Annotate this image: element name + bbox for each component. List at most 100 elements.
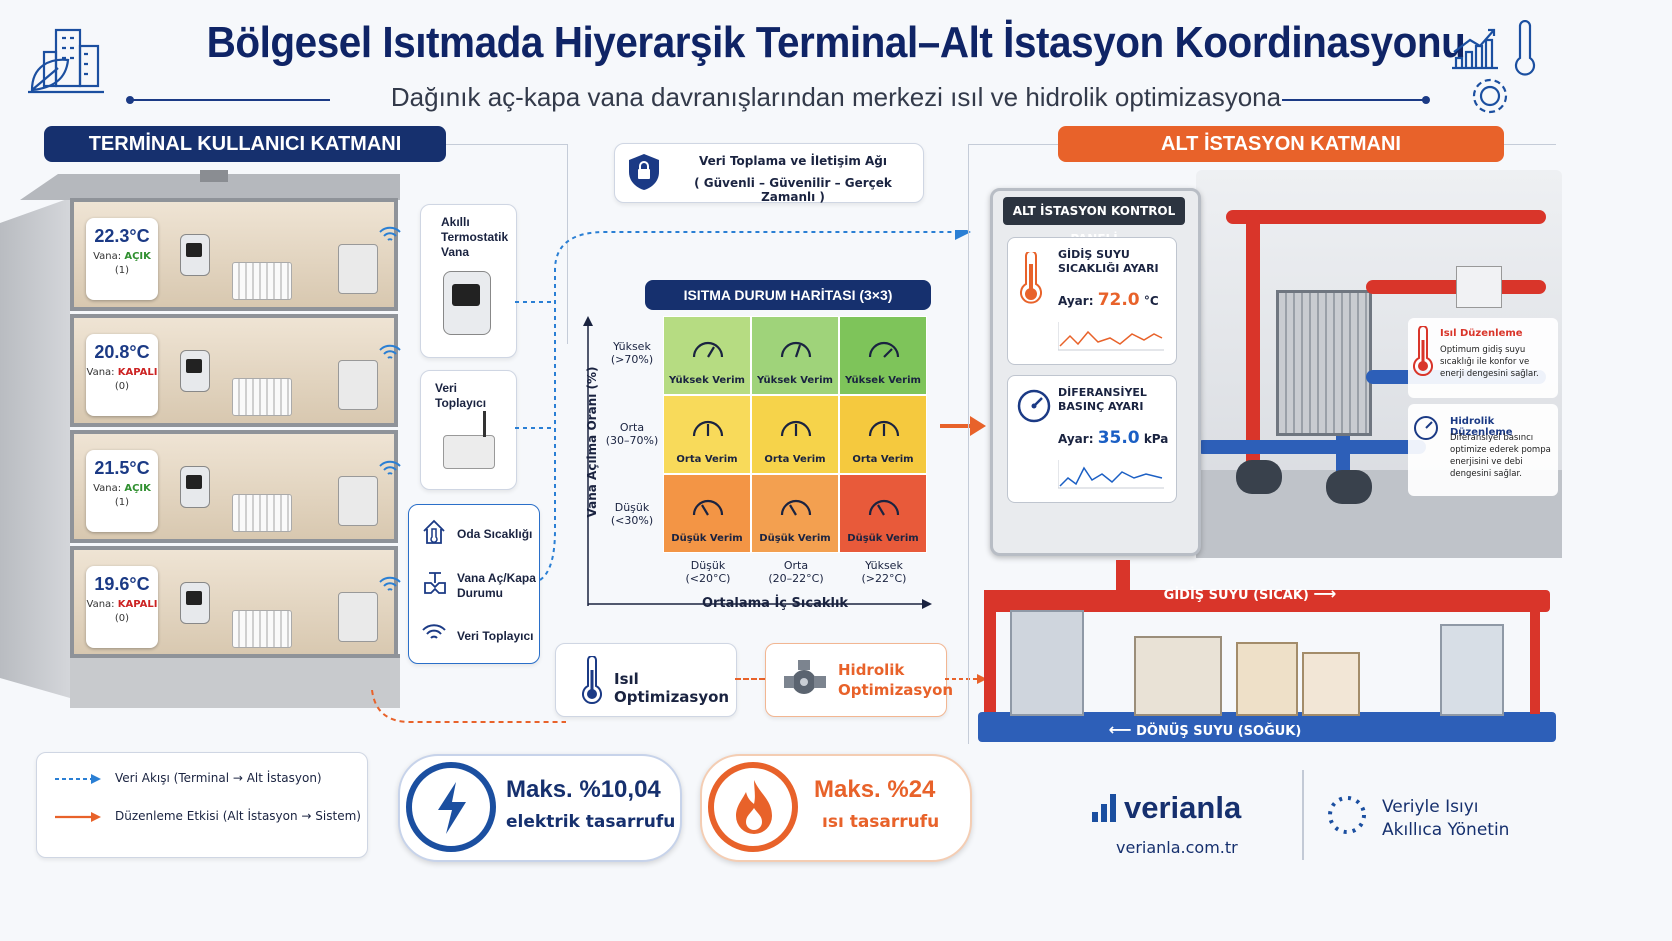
col-label-mid: Orta(20–22°C) [768, 559, 824, 585]
gauge-warning-icon [692, 499, 724, 516]
subtitle-line-right [1282, 99, 1427, 101]
brand-logo-bars [1092, 794, 1116, 822]
data-collector-box [338, 592, 378, 642]
thermostatic-valve [180, 350, 210, 392]
room-temp-card: 21.5°C Vana: AÇIK (1) [86, 450, 158, 532]
gauge-icon [780, 341, 812, 358]
radiator [232, 494, 292, 532]
supply-temp-value: 72.0 [1097, 290, 1140, 310]
brand-url[interactable]: verianla.com.tr [1116, 838, 1238, 857]
page-title: Bölgesel Isıtmada Hiyerarşik Terminal–Al… [206, 18, 1466, 67]
electric-savings-value: Maks. %10,04 [506, 776, 661, 803]
connector-line [1504, 144, 1556, 145]
supply-pipe-riser [1530, 590, 1540, 714]
network-building [1134, 636, 1222, 716]
apartment-building [0, 170, 420, 725]
heat-savings-badge: Maks. %24 ısı tasarrufu [700, 754, 972, 862]
y-axis-label: Vana Açılma Oranı (%) [585, 366, 599, 518]
subtitle-dot-right [1422, 96, 1430, 104]
flow-legend: Veri Akışı (Terminal → Alt İstasyon) Düz… [36, 752, 368, 858]
gauge-icon [780, 420, 812, 437]
thermostatic-valve [180, 234, 210, 276]
row-label-mid: Orta(30–70%) [605, 421, 659, 447]
data-collector-box [338, 244, 378, 294]
thermometer-icon [1020, 252, 1042, 304]
thermal-optimization-label: Isıl Optimizasyon [614, 670, 730, 706]
connector-line [446, 144, 568, 146]
control-arrow [940, 416, 986, 436]
gauge-icon [868, 420, 900, 437]
dotted-circle-icon [1328, 796, 1366, 834]
gauge-icon [692, 420, 724, 437]
gauge-thumbs-up-icon [868, 341, 900, 358]
connector-line [968, 144, 970, 744]
heatmap-title: ISITMA DURUM HARİTASI (3×3) [645, 280, 931, 310]
flame-icon [736, 780, 772, 834]
thermometer-house-icon [423, 519, 445, 544]
gauge-warning-icon [780, 499, 812, 516]
row-label-low: Düşük(<30%) [610, 501, 654, 527]
data-flow-arrow [55, 774, 101, 784]
electric-savings-badge: Maks. %10,04 elektrik tasarrufu [398, 754, 682, 862]
supply-pipe-riser [1116, 560, 1130, 600]
connector-line [567, 144, 569, 344]
network-building [1236, 642, 1298, 716]
collector-device-card: Veri Toplayıcı [420, 370, 517, 490]
room-temp-card: 22.3°C Vana: AÇIK (1) [86, 218, 158, 300]
return-pipe-label: ⟵ DÖNÜŞ SUYU (SOĞUK) [1108, 720, 1302, 739]
thermal-regulation-note: Isıl Düzenleme Optimum gidiş suyu sıcakl… [1408, 318, 1558, 398]
terminal-layer-header: TERMİNAL KULLANICI KATMANI [44, 126, 446, 162]
control-panel-title: ALT İSTASYON KONTROL PANELİ [1003, 197, 1185, 246]
connector-line [968, 144, 1058, 145]
heatmap-cell: Yüksek Verim [751, 316, 839, 395]
control-flow-line [371, 690, 566, 723]
x-axis-label: Ortalama İç Sıcaklık [701, 596, 849, 611]
network-card: Veri Toplama ve İletişim Ağı ( Güvenli –… [614, 143, 924, 204]
thermometer-icon [1413, 326, 1433, 377]
pressure-gauge-icon [1017, 389, 1051, 423]
thermostat-device-card: Akıllı Termostatik Vana [420, 204, 517, 358]
supply-pipe-label: GİDİŞ SUYU (SICAK) ⟶ [1163, 584, 1337, 603]
heatmap-cell: Yüksek Verim [839, 316, 927, 395]
pressure-gauge-icon [1414, 416, 1438, 440]
wifi-icon [379, 460, 401, 475]
wifi-icon [379, 576, 401, 591]
data-collector-box [338, 476, 378, 526]
thermal-optimization-card: Isıl Optimizasyon [555, 643, 737, 717]
electric-savings-label: elektrik tasarrufu [506, 812, 676, 832]
supply-pipe-riser [984, 590, 996, 720]
thermometer-icon [582, 656, 602, 705]
control-effect-arrow [55, 812, 101, 822]
connector-line [735, 678, 765, 680]
gauge-thumbs-up-icon [692, 341, 724, 358]
network-building [1010, 610, 1084, 716]
brand-name: verianla [1124, 790, 1242, 825]
heatmap-grid: Yüksek Verim Yüksek Verim Yüksek Verim O… [663, 316, 927, 554]
heatmap-cell: Düşük Verim [663, 474, 751, 553]
thermostatic-valve [180, 466, 210, 508]
heat-savings-value: Maks. %24 [814, 776, 936, 803]
pressure-trend [1058, 460, 1164, 489]
room-temp-card: 19.6°C Vana: KAPALI (0) [86, 566, 158, 648]
network-subtitle: ( Güvenli – Güvenilir – Gerçek Zamanlı ) [694, 176, 892, 204]
radiator [232, 610, 292, 648]
return-pipe [978, 712, 1556, 742]
wifi-icon [379, 226, 401, 241]
subtitle-dot-left [126, 96, 134, 104]
heatmap-cell: Orta Verim [663, 395, 751, 474]
thermostat-device [443, 271, 491, 335]
chart-thermometer-gear-icon [1452, 20, 1536, 114]
hydraulic-regulation-note: Hidrolik Düzenleme Diferansiyel basıncı … [1408, 404, 1558, 496]
heatmap-cell: Orta Verim [751, 395, 839, 474]
thermostatic-valve [180, 582, 210, 624]
heatmap-cell: Orta Verim [839, 395, 927, 474]
ground-floor [70, 654, 400, 708]
wifi-icon [422, 624, 446, 639]
city-leaf-icon [28, 28, 104, 94]
pump-icon [784, 660, 826, 694]
heatmap-cell: Düşük Verim [751, 474, 839, 553]
brand-divider [1302, 770, 1304, 860]
page-subtitle: Dağınık aç-kapa vana davranışlarından me… [390, 82, 1282, 112]
